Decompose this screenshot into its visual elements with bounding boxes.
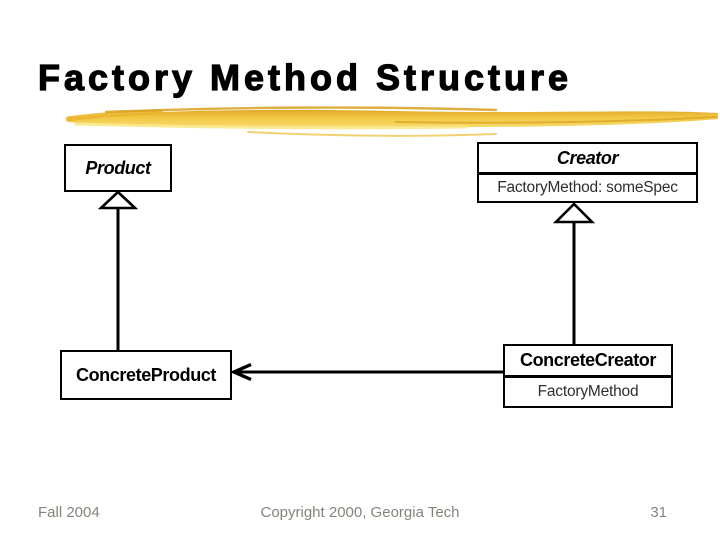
brush-taper-left: [66, 109, 164, 122]
brush-wisp-below: [247, 131, 497, 137]
class-name-creator: Creator: [556, 148, 619, 168]
class-attribute-compartment: FactoryMethod: [505, 378, 671, 406]
footer-date: Fall 2004: [38, 504, 100, 521]
class-box-product: Product: [64, 144, 172, 192]
class-name-compartment: Creator: [479, 144, 696, 175]
class-box-concrete-creator: ConcreteCreator FactoryMethod: [503, 344, 673, 408]
class-name-concrete-product: ConcreteProduct: [75, 364, 217, 385]
association-open-arrowhead: [229, 362, 252, 382]
generalization-triangle-product: [97, 190, 139, 210]
class-attribute-compartment: FactoryMethod: someSpec: [479, 175, 696, 201]
slide-footer: Fall 2004 Copyright 2000, Georgia Tech 3…: [0, 504, 720, 526]
class-box-concrete-product: ConcreteProduct: [60, 350, 232, 400]
generalization-triangle-creator: [552, 202, 596, 224]
title-highlight-stroke: [66, 106, 718, 137]
brush-light-streak: [74, 122, 468, 130]
class-name-compartment: ConcreteCreator: [505, 346, 671, 378]
footer-copyright: Copyright 2000, Georgia Tech: [260, 504, 460, 521]
class-name-product: Product: [85, 157, 151, 178]
class-attribute-creator: FactoryMethod: someSpec: [497, 179, 678, 196]
brush-dark-streak-right: [395, 116, 717, 124]
slide-title: Factory Method Structure: [37, 57, 573, 98]
footer-page-number: 31: [650, 504, 667, 521]
class-name-concrete-creator: ConcreteCreator: [519, 350, 657, 370]
brush-dark-streak-top: [104, 106, 498, 114]
class-box-creator: Creator FactoryMethod: someSpec: [477, 142, 698, 203]
class-attribute-concrete-creator: FactoryMethod: [537, 383, 639, 400]
